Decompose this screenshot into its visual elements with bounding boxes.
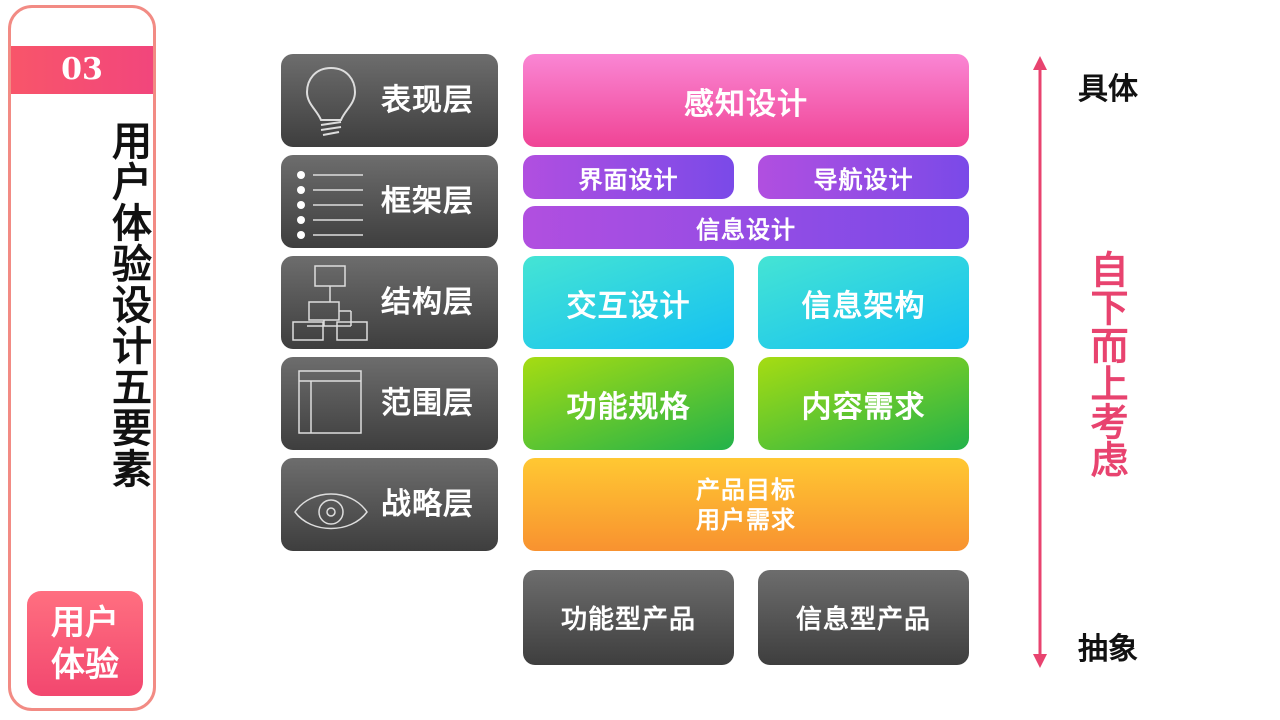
eye-icon <box>294 493 368 530</box>
block-interface-design: 界面设计 <box>523 155 734 199</box>
block-product-goals: 产品目标 用户需求 <box>523 458 969 551</box>
layer-scope: 范围层 <box>281 357 498 450</box>
layer-label: 表现层 <box>381 83 474 118</box>
axis-bottom-label: 抽象 <box>1078 632 1138 667</box>
hierarchy-icon <box>292 265 368 341</box>
block-navigation-design: 导航设计 <box>758 155 969 199</box>
layout-icon <box>298 370 362 434</box>
sidebar-title: 用户体验设计五要素 <box>105 120 151 489</box>
block-content-requirements: 内容需求 <box>758 357 969 450</box>
block-information-architecture: 信息架构 <box>758 256 969 349</box>
lightbulb-icon <box>305 66 357 136</box>
block-functional-spec: 功能规格 <box>523 357 734 450</box>
topic-badge: 用户 体验 <box>27 591 143 696</box>
layer-structure: 结构层 <box>281 256 498 349</box>
layer-strategy: 战略层 <box>281 458 498 551</box>
sidebar-card: 03 用户体验设计五要素 用户 体验 <box>8 5 156 711</box>
block-perception-design: 感知设计 <box>523 54 969 147</box>
double-arrow-icon <box>1033 56 1047 668</box>
block-interaction-design: 交互设计 <box>523 256 734 349</box>
layer-skeleton: 框架层 <box>281 155 498 248</box>
layer-label: 框架层 <box>381 184 474 219</box>
list-icon <box>297 171 363 239</box>
axis-direction-label: 自下而上考虑 <box>1084 250 1128 478</box>
block-functional-product: 功能型产品 <box>523 570 734 665</box>
block-information-design: 信息设计 <box>523 206 969 249</box>
layer-label: 战略层 <box>381 487 474 522</box>
layer-label: 范围层 <box>381 386 474 421</box>
block-information-product: 信息型产品 <box>758 570 969 665</box>
axis-top-label: 具体 <box>1078 72 1138 107</box>
section-number: 03 <box>11 46 153 94</box>
layer-label: 结构层 <box>381 285 474 320</box>
layer-surface: 表现层 <box>281 54 498 147</box>
